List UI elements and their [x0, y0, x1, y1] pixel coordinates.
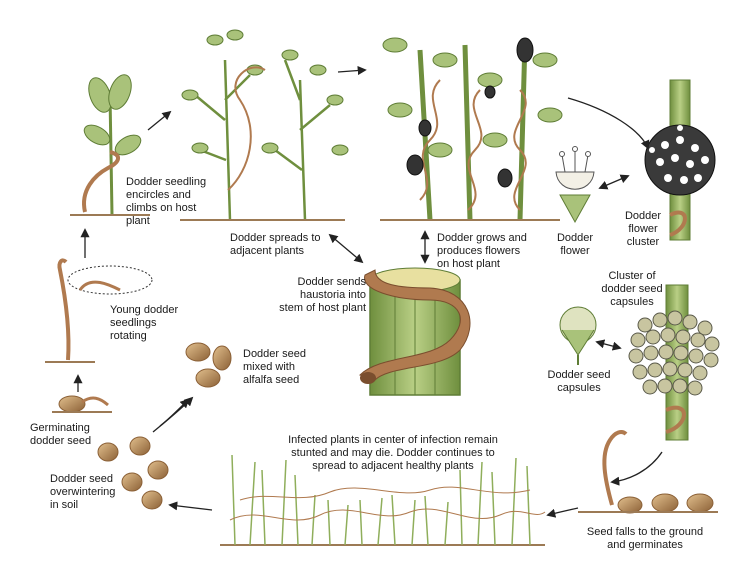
label-line: Dodder	[556, 232, 594, 244]
label-line: on host plant	[437, 258, 500, 270]
label-line: flower	[628, 223, 658, 235]
label-line: flower	[560, 245, 590, 257]
label-line: produces flowers	[437, 245, 521, 257]
label-line: haustoria into	[299, 289, 366, 301]
label-line: Dodder grows and	[437, 232, 527, 244]
dodder-spreads-plants-illustration	[180, 29, 349, 221]
label-line: Seed falls to the ground	[586, 526, 704, 538]
dodder-flower-illustration	[555, 146, 595, 224]
seeds-overwintering-illustration	[97, 436, 169, 510]
label-line: encircles and	[126, 189, 191, 201]
label-line: seedlings	[110, 317, 157, 329]
label-line: rotating	[110, 330, 147, 342]
young-seedlings-rotating-illustration	[45, 258, 153, 363]
label-line: cluster	[626, 236, 660, 248]
label-flower-cluster: Dodder flower cluster	[618, 210, 668, 249]
label-line: capsules	[557, 382, 601, 394]
label-line: Young dodder	[110, 304, 179, 316]
seed-falls-germinates-illustration	[578, 430, 718, 514]
label-cluster-capsules: Cluster of dodder seed capsules	[592, 270, 672, 309]
dodder-flower-cluster-illustration	[644, 79, 716, 241]
label-line: in soil	[50, 499, 79, 511]
label-line: Infected plants in center of infection r…	[288, 434, 498, 446]
label-spreads: Dodder spreads to adjacent plants	[230, 232, 321, 258]
label-line: overwintering	[50, 486, 116, 498]
label-line: Dodder seed	[50, 473, 113, 485]
dodder-on-host-plants-illustration	[380, 37, 563, 221]
label-seed-capsules: Dodder seed capsules	[540, 369, 618, 395]
label-line: adjacent plants	[230, 245, 304, 257]
label-line: mixed with	[243, 361, 295, 373]
label-line: dodder seed	[601, 283, 663, 295]
label-line: Germinating	[30, 422, 90, 434]
label-line: Dodder seed	[547, 369, 611, 381]
label-line: Dodder	[624, 210, 662, 222]
label-line: stunted and may die. Dodder continues to	[291, 447, 495, 459]
label-haustoria: Dodder sends haustoria into stem of host…	[258, 276, 366, 315]
label-seed-mixed: Dodder seed mixed with alfalfa seed	[243, 348, 306, 387]
dodder-seed-capsule-illustration	[559, 306, 597, 365]
label-line: dodder seed	[30, 435, 92, 447]
label-dodder-flower: Dodder flower	[550, 232, 600, 258]
germinating-seed-illustration	[52, 395, 112, 413]
label-line: Cluster of	[608, 270, 656, 282]
infected-field-illustration	[220, 454, 546, 546]
label-line: alfalfa seed	[243, 374, 300, 386]
seedling-encircling-host-plant-illustration	[70, 74, 150, 216]
label-seed-falls: Seed falls to the ground and germinates	[570, 526, 720, 552]
label-line: plant	[126, 215, 150, 227]
seed-mixed-alfalfa-illustration	[185, 342, 232, 388]
label-line: Dodder spreads to	[230, 232, 321, 244]
label-line: Dodder sends	[297, 276, 367, 288]
dodder-seed-capsule-cluster-illustration	[628, 284, 720, 441]
label-line: climbs on host	[126, 202, 197, 214]
label-line: stem of host plant	[279, 302, 366, 314]
label-overwintering: Dodder seed overwintering in soil	[50, 473, 115, 512]
label-line: spread to adjacent healthy plants	[312, 460, 474, 472]
label-infected: Infected plants in center of infection r…	[268, 434, 518, 473]
label-line: and germinates	[607, 539, 683, 551]
stem-with-haustoria-illustration	[359, 267, 471, 396]
label-seedling-encircles: Dodder seedling encircles and climbs on …	[126, 176, 206, 228]
label-line: Dodder seedling	[126, 176, 207, 188]
label-line: Dodder seed	[243, 348, 306, 360]
label-germinating: Germinating dodder seed	[30, 422, 91, 448]
cycle-arrows	[73, 66, 663, 518]
label-line: capsules	[610, 296, 654, 308]
label-young-rotating: Young dodder seedlings rotating	[110, 304, 178, 343]
label-grows-flowers: Dodder grows and produces flowers on hos…	[437, 232, 527, 271]
